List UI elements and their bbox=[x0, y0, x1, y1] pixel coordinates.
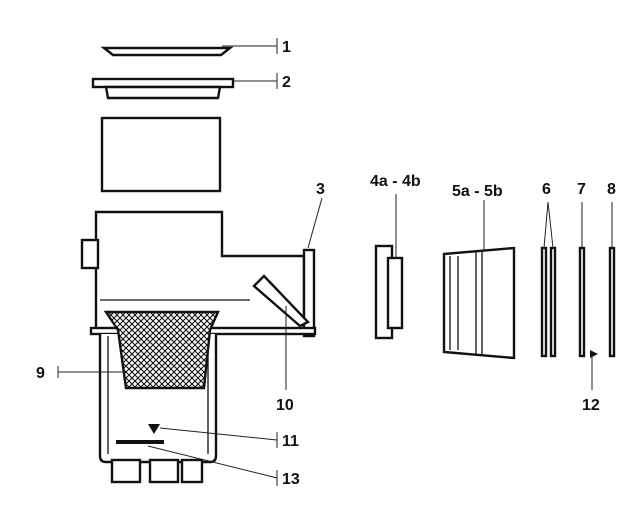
part-9-basket bbox=[57, 310, 220, 390]
part-5-adapter-sleeve bbox=[442, 200, 516, 360]
part-11-float bbox=[148, 424, 278, 448]
part-2-collar bbox=[91, 73, 278, 100]
label-12: 12 bbox=[582, 397, 600, 414]
label-11: 11 bbox=[282, 433, 299, 450]
label-8: 8 bbox=[607, 181, 616, 198]
part-7-gasket bbox=[578, 202, 586, 358]
part-12-screw bbox=[590, 350, 598, 390]
label-6: 6 bbox=[542, 181, 551, 198]
part-1-lid bbox=[100, 38, 278, 57]
part-4-throat-insert bbox=[374, 194, 404, 340]
label-10: 10 bbox=[276, 397, 294, 414]
part-8-gasket bbox=[608, 202, 616, 358]
label-13: 13 bbox=[282, 471, 300, 488]
label-2: 2 bbox=[282, 74, 291, 91]
part-13-plate bbox=[116, 440, 278, 486]
label-3: 3 bbox=[316, 181, 325, 198]
extension-ring bbox=[100, 116, 222, 193]
label-1: 1 bbox=[282, 39, 291, 56]
part-10-weir-flap bbox=[252, 274, 310, 390]
label-5a-5b: 5a - 5b bbox=[452, 183, 503, 200]
part-3-leader bbox=[307, 197, 323, 249]
label-7: 7 bbox=[577, 181, 586, 198]
label-9: 9 bbox=[36, 365, 45, 382]
label-4a-4b: 4a - 4b bbox=[370, 173, 421, 190]
part-6-gasket-pair bbox=[540, 201, 557, 358]
